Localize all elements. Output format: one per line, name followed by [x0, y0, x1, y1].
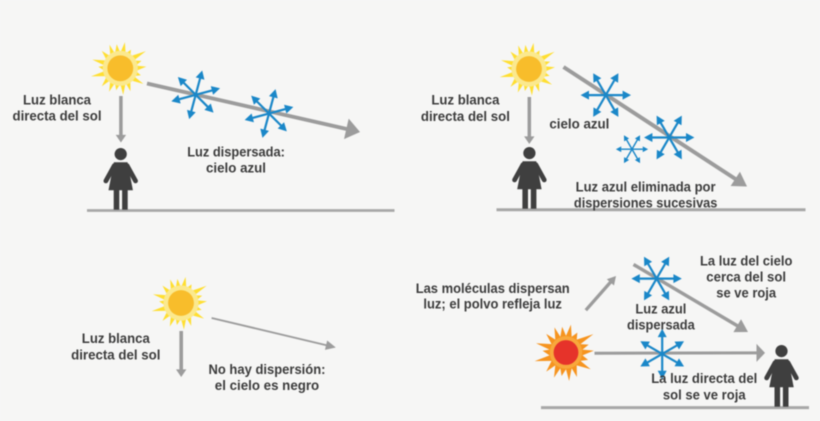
svg-text:No hay dispersión:: No hay dispersión:: [209, 362, 326, 377]
svg-text:directa del sol: directa del sol: [421, 109, 510, 124]
svg-text:Luz blanca: Luz blanca: [431, 92, 499, 107]
svg-text:luz; el polvo refleja luz: luz; el polvo refleja luz: [423, 297, 562, 312]
svg-text:cielo azul: cielo azul: [206, 160, 266, 175]
svg-text:cerca del sol: cerca del sol: [706, 270, 786, 285]
svg-text:Luz dispersada:: Luz dispersada:: [187, 144, 285, 159]
svg-text:dispersada: dispersada: [627, 318, 695, 333]
svg-text:Las moléculas dispersan: Las moléculas dispersan: [416, 281, 570, 296]
svg-text:directa del sol: directa del sol: [13, 109, 102, 124]
svg-text:Luz blanca: Luz blanca: [23, 93, 91, 108]
svg-text:dispersiones sucesivas: dispersiones sucesivas: [574, 195, 718, 210]
svg-text:sol se ve roja: sol se ve roja: [663, 387, 746, 402]
svg-text:el cielo es negro: el cielo es negro: [215, 378, 319, 393]
svg-text:directa del sol: directa del sol: [71, 347, 160, 362]
svg-text:Luz azul: Luz azul: [635, 302, 686, 317]
svg-text:La luz directa del: La luz directa del: [651, 371, 757, 386]
svg-text:La luz del cielo: La luz del cielo: [700, 254, 792, 269]
svg-text:se ve roja: se ve roja: [716, 286, 776, 301]
svg-text:Luz blanca: Luz blanca: [82, 331, 150, 346]
svg-text:cielo azul: cielo azul: [549, 117, 609, 132]
svg-text:Luz azul eliminada por: Luz azul eliminada por: [576, 179, 717, 194]
